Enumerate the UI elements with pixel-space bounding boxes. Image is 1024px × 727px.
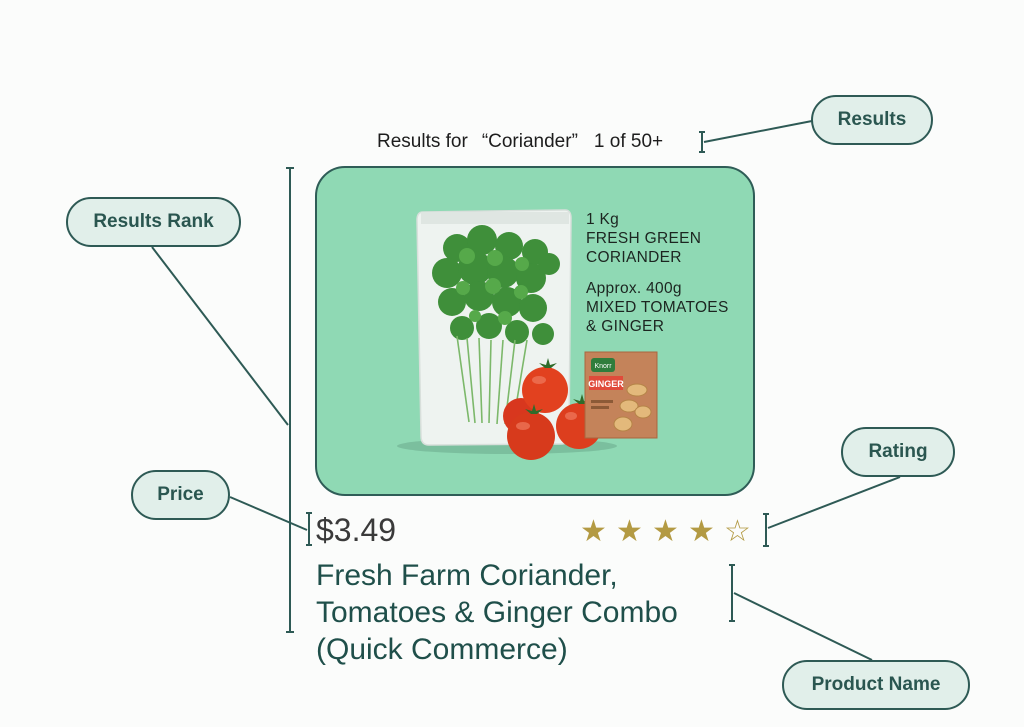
callout-rating: Rating (841, 427, 955, 477)
star-filled-icon: ★ (616, 515, 653, 548)
star-filled-icon: ★ (688, 515, 725, 548)
product-name-line-3: (Quick Commerce) (316, 633, 568, 666)
results-prefix: Results for (377, 131, 468, 152)
image-text-line-6: & GINGER (586, 318, 665, 335)
ginger-box-icon: Knorr GINGER (584, 351, 658, 439)
image-text-line-2: FRESH GREEN (586, 230, 702, 247)
product-image-card[interactable]: Knorr GINGER 1 Kg FRESH GREEN CORIANDER … (315, 166, 755, 496)
product-price: $3.49 (316, 512, 397, 548)
star-filled-icon: ★ (652, 515, 689, 548)
callout-results-rank: Results Rank (66, 197, 241, 247)
product-name-line-1: Fresh Farm Coriander, (316, 559, 618, 592)
product-image-text: 1 Kg FRESH GREEN CORIANDER Approx. 400g … (586, 210, 729, 336)
product-name-line-2: Tomatoes & Ginger Combo (316, 596, 678, 629)
rating-stars: ★★★★☆ (580, 514, 760, 549)
ginger-box-brand: Knorr (594, 363, 612, 370)
star-empty-icon: ☆ (724, 515, 761, 548)
image-text-line-4: Approx. 400g (586, 280, 682, 297)
image-text-line-1: 1 Kg (586, 211, 620, 228)
product-name-connector (733, 592, 873, 661)
rating-connector (767, 476, 901, 529)
results-header: Results for “Coriander” 1 of 50+ (377, 131, 663, 153)
callout-results: Results (811, 95, 933, 145)
results-count: 1 of 50+ (593, 131, 664, 152)
product-name[interactable]: Fresh Farm Coriander, Tomatoes & Ginger … (316, 557, 736, 668)
price-connector (229, 496, 308, 531)
callout-product-name: Product Name (782, 660, 970, 710)
search-query: “Coriander” (481, 131, 578, 152)
star-filled-icon: ★ (580, 515, 617, 548)
product-image: Knorr GINGER (397, 209, 658, 460)
image-text-line-3: CORIANDER (586, 249, 682, 266)
results-connector (703, 120, 813, 143)
callout-price: Price (131, 470, 230, 520)
results-rank-connector (151, 246, 289, 426)
ginger-box-label: GINGER (588, 379, 624, 389)
image-text-line-5: MIXED TOMATOES (586, 299, 729, 316)
